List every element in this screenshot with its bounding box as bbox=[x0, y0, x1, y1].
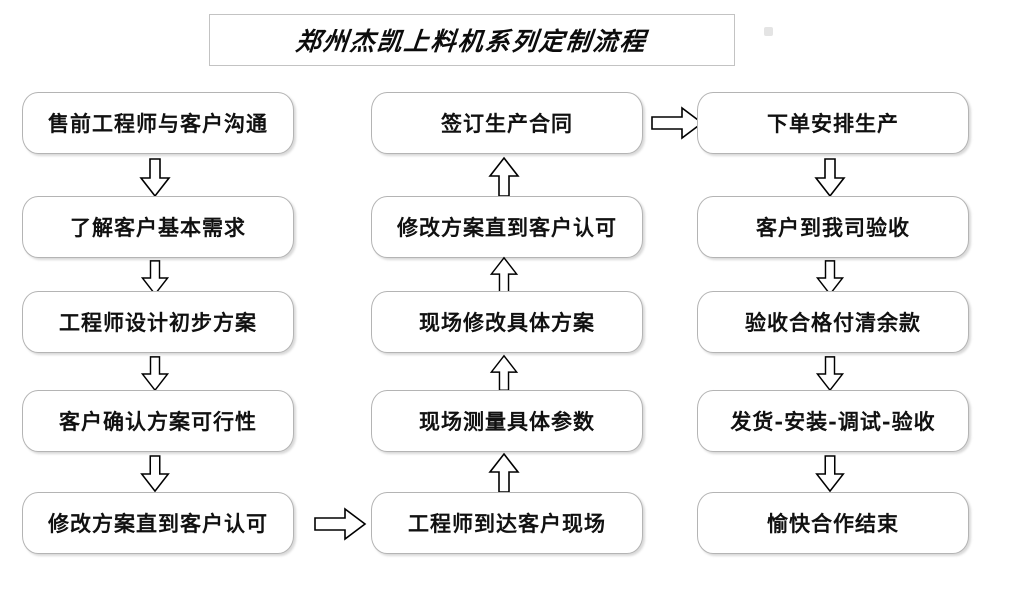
node-label: 愉快合作结束 bbox=[767, 510, 899, 536]
arrow-down-icon bbox=[812, 260, 848, 296]
arrow-down-icon bbox=[812, 356, 848, 392]
arrow-down-icon bbox=[812, 455, 848, 493]
node-label: 客户到我司验收 bbox=[756, 214, 910, 240]
process-node-sign-production-contract[interactable]: 签订生产合同 bbox=[371, 92, 643, 154]
node-label: 工程师到达客户现场 bbox=[408, 510, 606, 536]
arrow-up-icon bbox=[486, 256, 522, 294]
node-label: 修改方案直到客户认可 bbox=[48, 510, 268, 536]
process-node-engineer-preliminary-design[interactable]: 工程师设计初步方案 bbox=[22, 291, 294, 353]
artifact-mark bbox=[764, 27, 773, 36]
arrow-down-icon bbox=[137, 260, 173, 296]
arrow-up-icon bbox=[486, 354, 522, 392]
process-node-onsite-measure-parameters[interactable]: 现场测量具体参数 bbox=[371, 390, 643, 452]
process-node-ship-install-debug-accept[interactable]: 发货-安装-调试-验收 bbox=[697, 390, 969, 452]
process-node-sales-engineer-communication[interactable]: 售前工程师与客户沟通 bbox=[22, 92, 294, 154]
node-label: 工程师设计初步方案 bbox=[59, 309, 257, 335]
node-label: 下单安排生产 bbox=[767, 110, 899, 136]
node-label: 修改方案直到客户认可 bbox=[397, 214, 617, 240]
node-label: 现场测量具体参数 bbox=[419, 408, 595, 434]
process-node-place-order-arrange-production[interactable]: 下单安排生产 bbox=[697, 92, 969, 154]
process-node-understand-requirements[interactable]: 了解客户基本需求 bbox=[22, 196, 294, 258]
process-node-pay-balance-after-acceptance[interactable]: 验收合格付清余款 bbox=[697, 291, 969, 353]
arrow-right-icon bbox=[314, 506, 368, 542]
chart-title: 郑州杰凯上料机系列定制流程 bbox=[294, 27, 649, 56]
arrow-down-icon bbox=[137, 158, 173, 198]
arrow-down-icon bbox=[137, 356, 173, 392]
process-node-revise-until-approved-middle[interactable]: 修改方案直到客户认可 bbox=[371, 196, 643, 258]
arrow-up-icon bbox=[486, 452, 522, 494]
process-node-pleasant-cooperation-end[interactable]: 愉快合作结束 bbox=[697, 492, 969, 554]
chart-title-box: 郑州杰凯上料机系列定制流程 bbox=[209, 14, 735, 66]
node-label: 发货-安装-调试-验收 bbox=[730, 408, 936, 434]
node-label: 签订生产合同 bbox=[441, 110, 573, 136]
process-node-onsite-revise-plan[interactable]: 现场修改具体方案 bbox=[371, 291, 643, 353]
process-node-customer-confirm-feasibility[interactable]: 客户确认方案可行性 bbox=[22, 390, 294, 452]
node-label: 售前工程师与客户沟通 bbox=[48, 110, 268, 136]
arrow-down-icon bbox=[137, 455, 173, 493]
node-label: 现场修改具体方案 bbox=[419, 309, 595, 335]
node-label: 验收合格付清余款 bbox=[745, 309, 921, 335]
node-label: 了解客户基本需求 bbox=[70, 214, 246, 240]
process-node-revise-until-approved-left[interactable]: 修改方案直到客户认可 bbox=[22, 492, 294, 554]
arrow-down-icon bbox=[812, 158, 848, 198]
arrow-right-icon bbox=[651, 105, 705, 141]
process-node-engineer-arrive-onsite[interactable]: 工程师到达客户现场 bbox=[371, 492, 643, 554]
arrow-up-icon bbox=[486, 156, 522, 198]
process-node-customer-inspect-at-factory[interactable]: 客户到我司验收 bbox=[697, 196, 969, 258]
node-label: 客户确认方案可行性 bbox=[59, 408, 257, 434]
